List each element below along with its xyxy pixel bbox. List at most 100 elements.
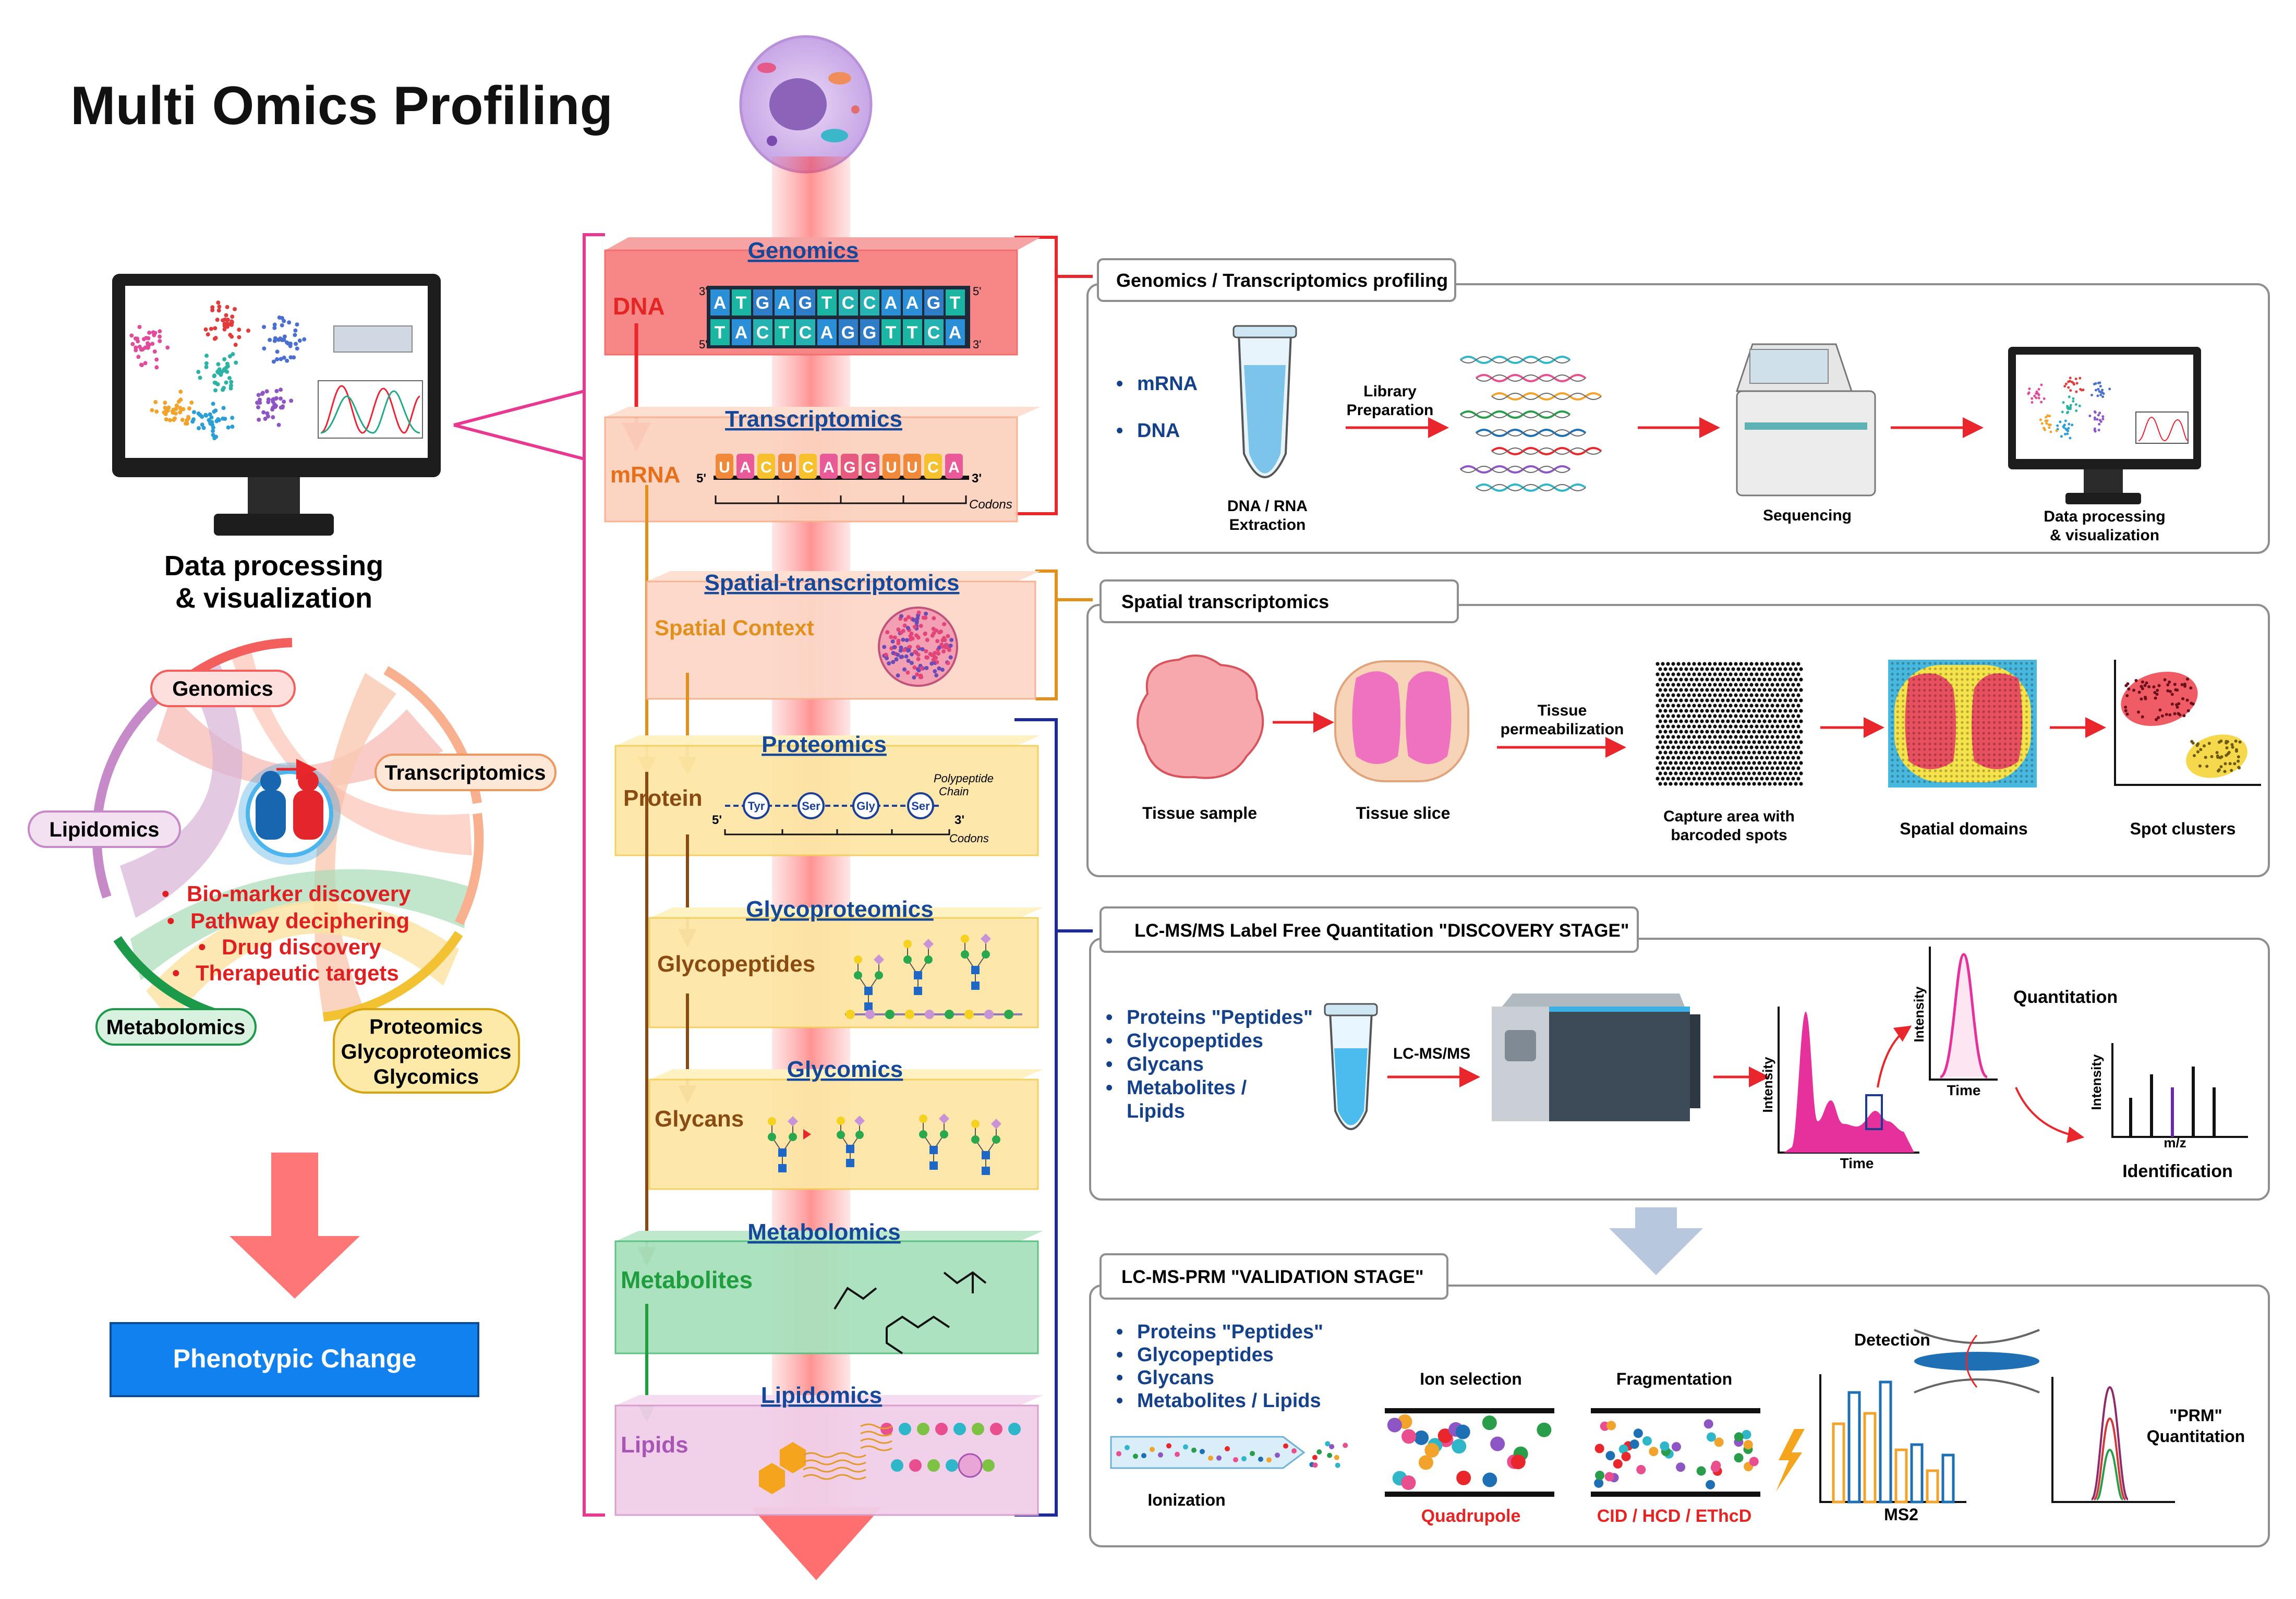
svg-text:Glycopeptides: Glycopeptides <box>657 951 815 977</box>
svg-text:MS2: MS2 <box>1884 1505 1918 1524</box>
monitor-caption-1: Data processing <box>164 550 383 582</box>
svg-text:•: • <box>1106 1007 1113 1028</box>
svg-text:Quantitation: Quantitation <box>2013 987 2118 1007</box>
svg-text:Sequencing: Sequencing <box>1763 507 1852 524</box>
svg-text:Quantitation: Quantitation <box>2147 1427 2245 1446</box>
svg-text:Proteins "Peptides": Proteins "Peptides" <box>1137 1321 1323 1343</box>
svg-text:Genomics: Genomics <box>172 677 273 700</box>
svg-text:Pathway deciphering: Pathway deciphering <box>190 908 409 933</box>
svg-text:Drug discovery: Drug discovery <box>222 935 381 959</box>
svg-text:A: A <box>714 293 727 313</box>
svg-text:A: A <box>778 293 791 313</box>
svg-text:C: C <box>760 459 772 476</box>
svg-text:Proteomics: Proteomics <box>369 1015 483 1038</box>
svg-text:Transcriptomics: Transcriptomics <box>384 761 546 784</box>
svg-text:Intensity: Intensity <box>1911 986 1927 1042</box>
stage-arrow <box>1609 1207 1703 1275</box>
svg-text:Codons: Codons <box>969 498 1012 512</box>
svg-text:Codons: Codons <box>949 832 989 845</box>
svg-text:Fragmentation: Fragmentation <box>1616 1370 1732 1388</box>
svg-text:Extraction: Extraction <box>1229 516 1306 534</box>
layer-genomics: Genomics DNA ATTAGCATGCTACGCGATATGCTA3'5… <box>604 237 1041 356</box>
svg-text:mRNA: mRNA <box>1137 373 1198 395</box>
svg-text:5': 5' <box>696 471 706 486</box>
svg-text:A: A <box>885 293 898 313</box>
svg-text:Detection: Detection <box>1854 1330 1930 1349</box>
svg-text:Tyr: Tyr <box>748 800 765 813</box>
svg-text:•: • <box>1116 373 1123 395</box>
svg-text:A: A <box>735 323 748 343</box>
svg-text:Data processing: Data processing <box>2044 508 2165 525</box>
svg-text:5': 5' <box>699 338 707 351</box>
bracket-spatial <box>1035 570 1093 700</box>
phenotype-box <box>110 1322 479 1397</box>
svg-text:DNA: DNA <box>613 293 665 320</box>
svg-text:Metabolomics: Metabolomics <box>747 1219 900 1245</box>
beam-arrowhead <box>751 1507 881 1580</box>
cell-icon <box>739 35 873 174</box>
chord-label-proteomics-group: Proteomics Glycoproteomics Glycomics <box>333 1008 520 1094</box>
svg-text:& visualization: & visualization <box>2050 527 2159 544</box>
svg-text:A: A <box>949 323 962 343</box>
bracket-genomic <box>1014 236 1093 515</box>
svg-text:Lipids: Lipids <box>621 1432 688 1458</box>
chord-diagram <box>92 638 484 1022</box>
svg-text:Metabolites / Lipids: Metabolites / Lipids <box>1137 1390 1321 1412</box>
svg-text:G: G <box>864 459 876 476</box>
svg-text:Glycans: Glycans <box>655 1106 744 1132</box>
svg-text:Protein: Protein <box>623 785 703 811</box>
svg-text:Tissue: Tissue <box>1538 702 1587 719</box>
svg-text:U: U <box>886 459 897 476</box>
svg-text:Spatial-transcriptomics: Spatial-transcriptomics <box>704 570 959 596</box>
svg-text:T: T <box>715 323 726 343</box>
svg-text:A: A <box>906 293 919 313</box>
svg-text:•: • <box>1116 1390 1123 1412</box>
svg-text:Bio-marker discovery: Bio-marker discovery <box>187 881 411 906</box>
svg-text:•: • <box>172 961 180 985</box>
svg-text:•: • <box>1116 1344 1123 1366</box>
svg-text:•: • <box>162 881 170 906</box>
svg-text:3': 3' <box>954 813 964 827</box>
svg-text:Lipidomics: Lipidomics <box>49 818 159 841</box>
svg-text:Chain: Chain <box>939 785 969 798</box>
svg-text:Ser: Ser <box>911 800 930 813</box>
monitor-connector <box>453 390 585 461</box>
svg-text:T: T <box>886 323 897 343</box>
monitor-caption-2: & visualization <box>175 583 372 614</box>
panel-validation: LC-MS-PRM "VALIDATION STAGE" •Proteins "… <box>1089 1253 2270 1547</box>
svg-text:G: G <box>927 293 940 313</box>
svg-text:CID / HCD / EThcD: CID / HCD / EThcD <box>1597 1506 1752 1526</box>
svg-text:barcoded spots: barcoded spots <box>1671 827 1787 844</box>
svg-text:U: U <box>719 459 730 476</box>
chord-label-metabolomics: Metabolomics <box>95 1008 257 1046</box>
svg-text:Identification: Identification <box>2122 1161 2233 1181</box>
svg-text:Spatial domains: Spatial domains <box>1900 819 2027 838</box>
svg-text:Lipidomics: Lipidomics <box>761 1383 882 1408</box>
monitor-icon <box>112 274 441 536</box>
svg-text:"PRM": "PRM" <box>2169 1406 2222 1425</box>
svg-text:m/z: m/z <box>2164 1135 2186 1150</box>
svg-text:A: A <box>740 459 751 476</box>
svg-text:Tissue slice: Tissue slice <box>1356 804 1451 822</box>
svg-text:Quadrupole: Quadrupole <box>1421 1506 1521 1526</box>
svg-text:C: C <box>802 459 814 476</box>
layer-metabolomics: Metabolomics Metabolites <box>614 1219 1043 1354</box>
layer-lipidomics: Lipidomics Lipids <box>614 1383 1043 1516</box>
phenotype-arrow <box>229 1153 360 1299</box>
svg-text:T: T <box>950 293 961 313</box>
svg-text:Glycomics: Glycomics <box>787 1057 903 1082</box>
svg-text:Glycans: Glycans <box>1137 1367 1214 1389</box>
svg-text:•: • <box>1106 1053 1113 1075</box>
svg-text:Genomics / Transcriptomics pro: Genomics / Transcriptomics profiling <box>1116 270 1448 291</box>
svg-text:G: G <box>843 459 855 476</box>
svg-text:A: A <box>820 323 833 343</box>
svg-text:Intensity: Intensity <box>1760 1057 1775 1112</box>
svg-text:G: G <box>863 323 876 343</box>
svg-text:Spot clusters: Spot clusters <box>2130 819 2236 838</box>
svg-text:LC-MS/MS: LC-MS/MS <box>1393 1045 1470 1062</box>
svg-text:G: G <box>841 323 855 343</box>
svg-text:T: T <box>736 293 747 313</box>
svg-text:Spatial Context: Spatial Context <box>655 615 814 640</box>
svg-text:•: • <box>198 935 206 959</box>
svg-text:Polypeptide: Polypeptide <box>934 772 994 785</box>
